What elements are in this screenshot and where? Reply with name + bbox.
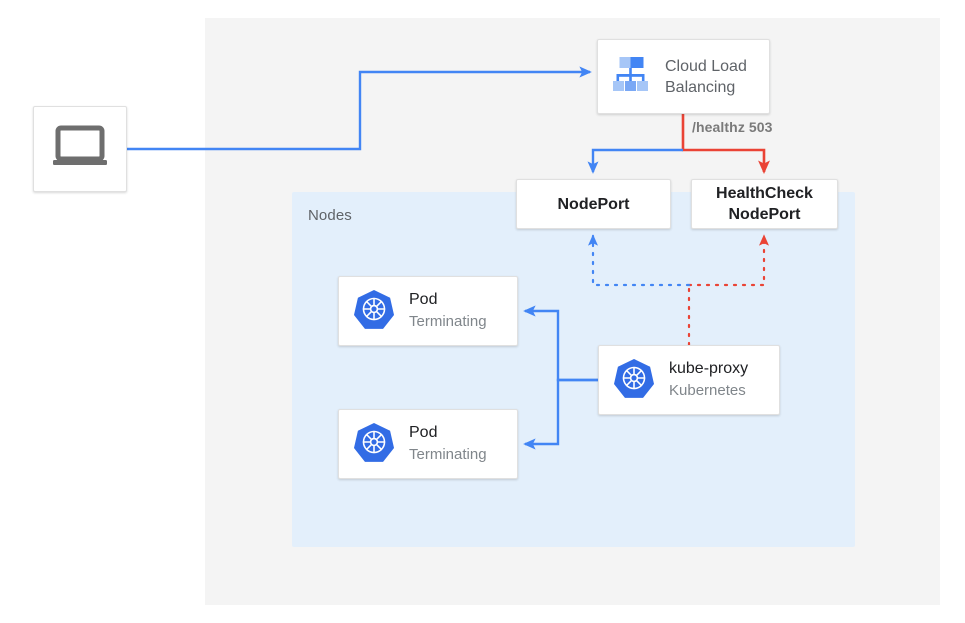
kube-proxy-subtitle: Kubernetes bbox=[669, 382, 746, 399]
healthz-edge-label: /healthz 503 bbox=[692, 119, 773, 135]
nodes-region-label: Nodes bbox=[308, 207, 352, 224]
kubernetes-icon bbox=[353, 288, 395, 335]
laptop-icon bbox=[51, 125, 109, 174]
nodeport-node[interactable]: NodePort bbox=[516, 179, 671, 229]
kubernetes-icon bbox=[613, 357, 655, 404]
cloud-load-balancing-icon bbox=[607, 53, 653, 100]
pod-node-1[interactable]: Pod Terminating bbox=[338, 276, 518, 346]
pod-node-1-text: Pod Terminating bbox=[409, 290, 487, 332]
cloud-load-balancing-node[interactable]: Cloud Load Balancing bbox=[597, 39, 770, 114]
kube-proxy-node[interactable]: kube-proxy Kubernetes bbox=[598, 345, 780, 415]
kube-proxy-title: kube-proxy bbox=[669, 360, 749, 377]
healthcheck-nodeport-node[interactable]: HealthCheck NodePort bbox=[691, 179, 838, 229]
pod-node-2-subtitle: Terminating bbox=[409, 446, 487, 463]
kubernetes-icon bbox=[353, 421, 395, 468]
kube-proxy-text: kube-proxy Kubernetes bbox=[669, 359, 748, 401]
pod-node-1-subtitle: Terminating bbox=[409, 313, 487, 330]
client-node[interactable] bbox=[33, 106, 127, 192]
pod-node-2-title: Pod bbox=[409, 424, 438, 441]
cloud-load-balancing-label: Cloud Load Balancing bbox=[665, 57, 747, 96]
pod-node-2[interactable]: Pod Terminating bbox=[338, 409, 518, 479]
pod-node-1-title: Pod bbox=[409, 291, 438, 308]
pod-node-2-text: Pod Terminating bbox=[409, 423, 487, 465]
